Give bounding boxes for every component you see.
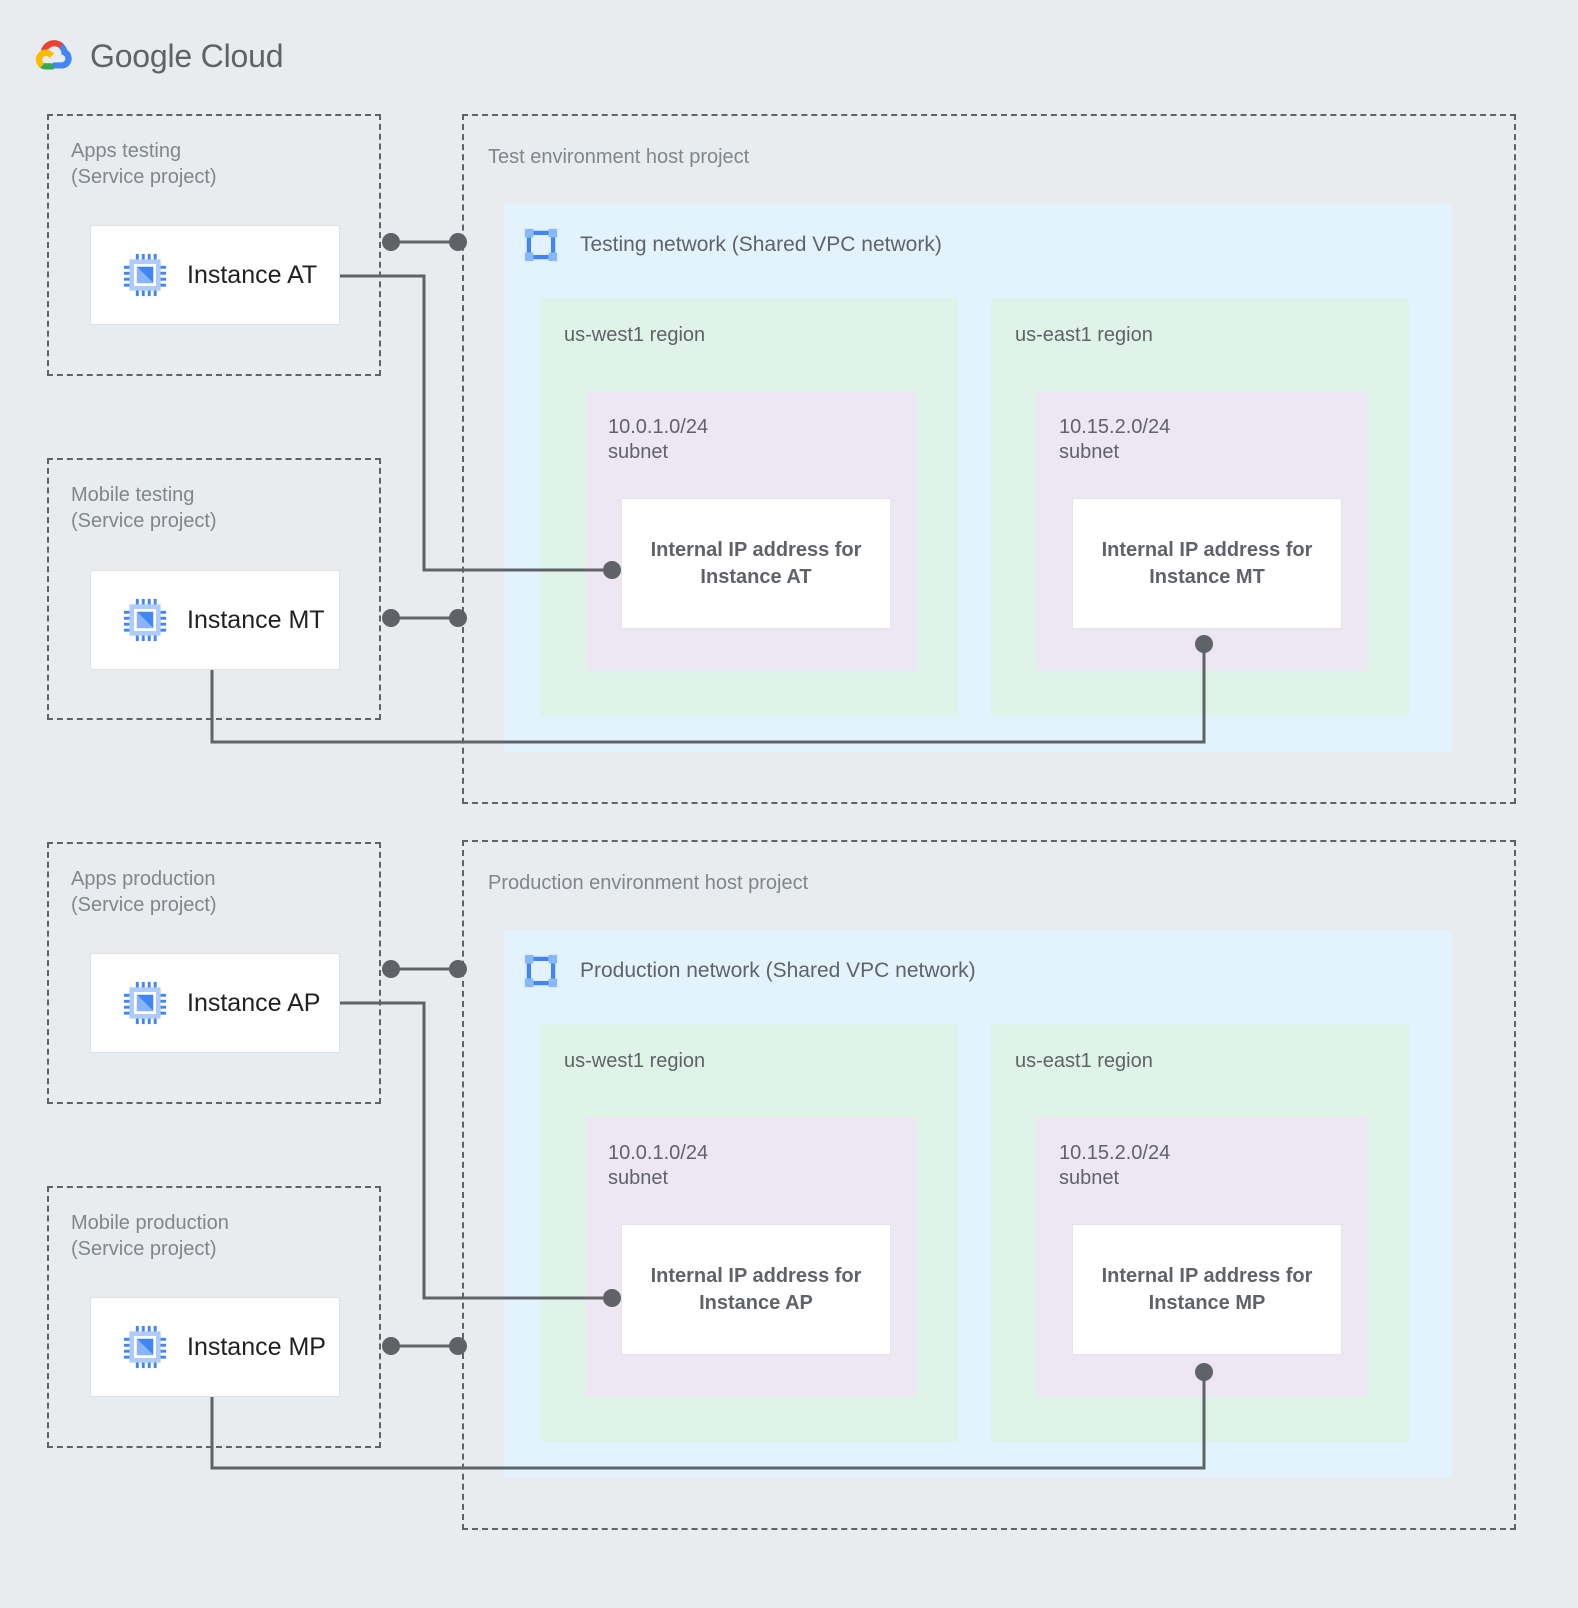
region-test-us-east1-label: us-east1 region (1015, 324, 1153, 346)
region-test-us-east1: us-east1 region 10.15.2.0/24 subnet Inte… (991, 298, 1409, 716)
subnet-test-us-east1-label: 10.15.2.0/24 subnet (1059, 416, 1171, 463)
google-cloud-logo-icon (32, 34, 76, 78)
instance-card-mp[interactable]: Instance MP (90, 1297, 340, 1397)
subnet-prod-us-east1: 10.15.2.0/24 subnet Internal IP address … (1037, 1117, 1367, 1397)
network-title-production: Production network (Shared VPC network) (522, 952, 976, 990)
cpu-chip-icon (123, 598, 167, 642)
service-project-mobile-production-label: Mobile production (Service project) (71, 1212, 229, 1260)
instance-card-ap-label: Instance AP (187, 988, 321, 1017)
ip-box-instance-at: Internal IP address for Instance AT (621, 498, 891, 629)
ip-box-instance-mp: Internal IP address for Instance MP (1072, 1224, 1342, 1355)
link-dot (382, 1337, 400, 1355)
link-dot (382, 233, 400, 251)
instance-card-mt[interactable]: Instance MT (90, 570, 340, 670)
region-test-us-west1-label: us-west1 region (564, 324, 706, 346)
service-project-apps-production: Apps production (Service project) (47, 842, 381, 1104)
link-dot (382, 960, 400, 978)
vpc-network-icon (522, 952, 560, 990)
link-dot (382, 609, 400, 627)
region-prod-us-west1: us-west1 region 10.0.1.0/24 subnet Inter… (540, 1024, 958, 1442)
subnet-test-us-west1-label: 10.0.1.0/24 subnet (608, 416, 709, 463)
brand-name: Google Cloud (90, 37, 284, 74)
instance-card-mp-label: Instance MP (187, 1332, 326, 1361)
cpu-chip-icon (123, 253, 167, 297)
vpc-network-icon (522, 226, 560, 264)
ip-box-instance-ap: Internal IP address for Instance AP (621, 1224, 891, 1355)
network-title-testing-label: Testing network (Shared VPC network) (580, 233, 942, 256)
instance-card-at-label: Instance AT (187, 260, 318, 289)
network-panel-production: Production network (Shared VPC network) … (504, 930, 1452, 1478)
region-prod-us-east1-label: us-east1 region (1015, 1050, 1153, 1072)
google-cloud-logo: Google Cloud (32, 34, 283, 78)
subnet-prod-us-east1-label: 10.15.2.0/24 subnet (1059, 1142, 1171, 1189)
network-title-production-label: Production network (Shared VPC network) (580, 959, 976, 982)
network-panel-testing: Testing network (Shared VPC network) us-… (504, 204, 1452, 752)
subnet-prod-us-west1: 10.0.1.0/24 subnet Internal IP address f… (586, 1117, 916, 1397)
network-title-testing: Testing network (Shared VPC network) (522, 226, 942, 264)
host-project-prod-env-label: Production environment host project (488, 872, 809, 894)
region-prod-us-east1: us-east1 region 10.15.2.0/24 subnet Inte… (991, 1024, 1409, 1442)
instance-card-mt-label: Instance MT (187, 605, 325, 634)
subnet-test-us-west1: 10.0.1.0/24 subnet Internal IP address f… (586, 391, 916, 671)
instance-card-at[interactable]: Instance AT (90, 225, 340, 325)
cpu-chip-icon (123, 1325, 167, 1369)
host-project-test-env-label: Test environment host project (488, 146, 750, 168)
subnet-test-us-east1: 10.15.2.0/24 subnet Internal IP address … (1037, 391, 1367, 671)
subnet-prod-us-west1-label: 10.0.1.0/24 subnet (608, 1142, 709, 1189)
service-project-apps-production-label: Apps production (Service project) (71, 868, 217, 916)
cpu-chip-icon (123, 981, 167, 1025)
instance-card-ap[interactable]: Instance AP (90, 953, 340, 1053)
region-prod-us-west1-label: us-west1 region (564, 1050, 706, 1072)
service-project-mobile-testing-label: Mobile testing (Service project) (71, 484, 217, 532)
ip-box-instance-mt: Internal IP address for Instance MT (1072, 498, 1342, 629)
service-project-apps-testing-label: Apps testing (Service project) (71, 140, 217, 188)
service-project-apps-testing: Apps testing (Service project) (47, 114, 381, 376)
region-test-us-west1: us-west1 region 10.0.1.0/24 subnet Inter… (540, 298, 958, 716)
